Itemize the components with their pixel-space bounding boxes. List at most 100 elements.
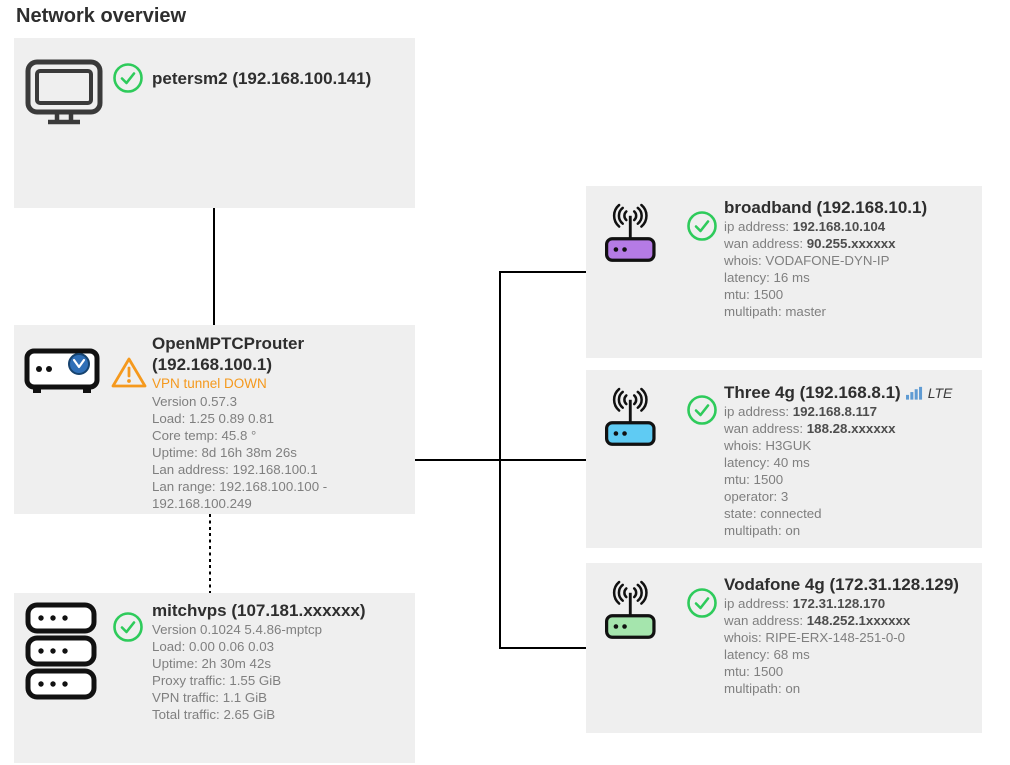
detail-line: VPN traffic: 1.1 GiB — [152, 689, 404, 706]
detail-label: whois: H3GUK — [724, 438, 812, 453]
warning-icon — [111, 357, 147, 388]
server-stack-icon — [25, 602, 97, 700]
detail-line: Uptime: 8d 16h 38m 26s — [152, 444, 404, 461]
detail-label: latency: 68 ms — [724, 647, 810, 662]
detail-value: 172.31.128.170 — [792, 596, 886, 611]
detail-line: whois: RIPE-ERX-148-251-0-0 — [724, 629, 976, 646]
detail-label: multipath: on — [724, 681, 801, 696]
detail-label: Load: 1.25 0.89 0.81 — [152, 411, 274, 426]
node-card-openmptcprouter: OpenMPTCProuter (192.168.100.1) VPN tunn… — [14, 325, 415, 514]
detail-label: whois: RIPE-ERX-148-251-0-0 — [724, 630, 906, 645]
node-card-broadband: broadband (192.168.10.1) ip address: 192… — [586, 186, 982, 358]
monitor-icon — [25, 59, 103, 125]
check-icon — [687, 395, 717, 425]
node-title-openmptcprouter: OpenMPTCProuter (192.168.100.1) — [152, 334, 305, 374]
check-icon — [687, 588, 717, 618]
check-icon — [113, 63, 143, 93]
detail-label: mtu: 1500 — [724, 472, 784, 487]
detail-label: ip address: — [724, 596, 793, 611]
detail-line: Total traffic: 2.65 GiB — [152, 706, 404, 723]
detail-label: Lan address: 192.168.100.1 — [152, 462, 318, 477]
detail-value: 192.168.10.104 — [792, 219, 886, 234]
detail-line: mtu: 1500 — [724, 663, 976, 680]
detail-label: mtu: 1500 — [724, 287, 784, 302]
node-card-petersm2: petersm2 (192.168.100.141) — [14, 38, 415, 208]
connector-petersm2-router — [213, 208, 215, 325]
node-title-three4g: Three 4g (192.168.8.1) — [724, 383, 901, 402]
detail-value: 90.255.xxxxxx — [806, 236, 896, 251]
detail-label: Total traffic: 2.65 GiB — [152, 707, 276, 722]
detail-label: mtu: 1500 — [724, 664, 784, 679]
detail-label: Uptime: 2h 30m 42s — [152, 656, 271, 671]
connector-router-mitchvps-dotted — [209, 514, 211, 593]
page-title: Network overview — [16, 5, 187, 27]
lte-badge: LTE — [927, 384, 953, 401]
connector-spine-vodafone4g — [499, 647, 586, 649]
detail-line: operator: 3 — [724, 488, 978, 505]
node-card-three4g: Three 4g (192.168.8.1) LTE ip address: 1… — [586, 370, 982, 548]
detail-line: whois: H3GUK — [724, 437, 978, 454]
detail-line: latency: 16 ms — [724, 269, 976, 286]
detail-label: Uptime: 8d 16h 38m 26s — [152, 445, 297, 460]
detail-label: latency: 40 ms — [724, 455, 810, 470]
node-title-petersm2: petersm2 (192.168.100.141) — [152, 69, 372, 88]
detail-value: 192.168.8.117 — [792, 404, 878, 419]
detail-line: ip address: 192.168.10.104 — [724, 218, 976, 235]
detail-line: ip address: 172.31.128.170 — [724, 595, 976, 612]
detail-line: multipath: on — [724, 680, 976, 697]
node-title-vodafone4g: Vodafone 4g (172.31.128.129) — [724, 575, 959, 594]
detail-line: wan address: 90.255.xxxxxx — [724, 235, 976, 252]
node-card-mitchvps: mitchvps (107.181.xxxxxx) Version 0.1024… — [14, 593, 415, 763]
detail-line: ip address: 192.168.8.117 — [724, 403, 978, 420]
detail-label: wan address: — [724, 613, 807, 628]
detail-line: Load: 0.00 0.06 0.03 — [152, 638, 404, 655]
connector-spine-broadband — [499, 271, 586, 273]
check-icon — [687, 211, 717, 241]
detail-line: Lan range: 192.168.100.100 - 192.168.100… — [152, 478, 404, 512]
vpn-status-warning: VPN tunnel DOWN — [152, 376, 267, 391]
check-icon — [113, 612, 143, 642]
detail-line: Core temp: 45.8 ° — [152, 427, 404, 444]
wifi-router-icon — [604, 387, 656, 446]
detail-label: Version 0.57.3 — [152, 394, 238, 409]
detail-value: 148.252.1xxxxxx — [806, 613, 911, 628]
detail-label: multipath: on — [724, 523, 801, 538]
connector-spine — [499, 271, 501, 649]
detail-label: Lan range: 192.168.100.100 - 192.168.100… — [152, 479, 328, 511]
detail-label: wan address: — [724, 421, 807, 436]
detail-line: multipath: master — [724, 303, 976, 320]
detail-label: latency: 16 ms — [724, 270, 810, 285]
detail-line: latency: 68 ms — [724, 646, 976, 663]
detail-line: latency: 40 ms — [724, 454, 978, 471]
detail-line: Version 0.1024 5.4.86-mptcp — [152, 621, 404, 638]
node-card-vodafone4g: Vodafone 4g (172.31.128.129) ip address:… — [586, 563, 982, 733]
router-box-icon — [24, 348, 100, 393]
node-title-mitchvps: mitchvps (107.181.xxxxxx) — [152, 601, 366, 620]
detail-label: operator: 3 — [724, 489, 789, 504]
detail-line: mtu: 1500 — [724, 286, 976, 303]
detail-label: state: connected — [724, 506, 822, 521]
detail-label: Proxy traffic: 1.55 GiB — [152, 673, 282, 688]
wifi-router-icon — [604, 580, 656, 639]
wifi-router-icon — [604, 203, 656, 262]
detail-label: Version 0.1024 5.4.86-mptcp — [152, 622, 323, 637]
detail-label: multipath: master — [724, 304, 826, 319]
signal-bars-icon — [905, 386, 922, 400]
detail-label: Load: 0.00 0.06 0.03 — [152, 639, 274, 654]
detail-line: Lan address: 192.168.100.1 — [152, 461, 404, 478]
detail-label: ip address: — [724, 219, 793, 234]
detail-line: wan address: 148.252.1xxxxxx — [724, 612, 976, 629]
detail-line: whois: VODAFONE-DYN-IP — [724, 252, 976, 269]
detail-label: wan address: — [724, 236, 807, 251]
detail-value: 188.28.xxxxxx — [806, 421, 896, 436]
detail-line: Version 0.57.3 — [152, 393, 404, 410]
detail-line: Uptime: 2h 30m 42s — [152, 655, 404, 672]
detail-line: mtu: 1500 — [724, 471, 978, 488]
detail-label: Core temp: 45.8 ° — [152, 428, 257, 443]
detail-label: ip address: — [724, 404, 793, 419]
